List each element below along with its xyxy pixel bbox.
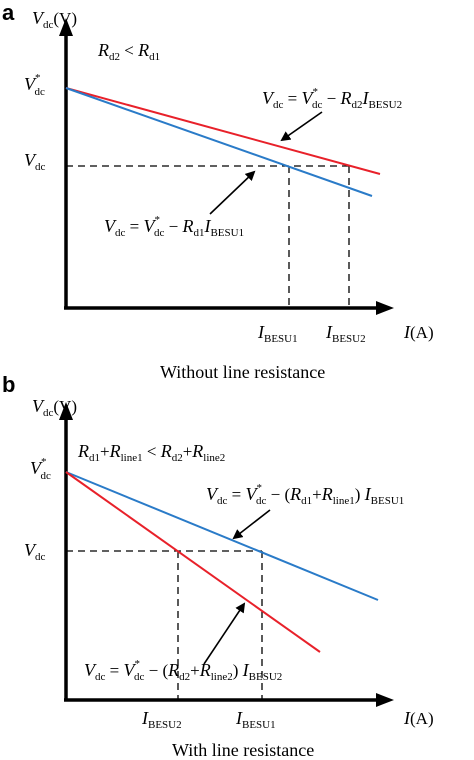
panel-b-red-pointer-arrow [203,602,246,665]
panel-b-y-arrow [59,402,73,420]
panel-b-x-label: I(A) [403,708,434,728]
panel-a-red-pointer-arrow [280,111,323,142]
panel-a: a Vdc(V) Rd2 < Rd1 V*dc Vdc IBESU1 [2,0,434,382]
panel-a-y-arrow [59,18,73,36]
panel-b-red-equation: Vdc = V*dc − (Rd2+Rline2) IBESU2 [84,658,282,683]
panel-a-red-droop-line [65,87,381,175]
panel-a-tick-vstar: V*dc [24,72,45,98]
panel-a-letter: a [2,0,15,25]
panel-a-tick-i1: IBESU1 [257,322,298,345]
panel-a-x-label: I(A) [403,322,434,342]
panel-b-blue-droop-line [65,471,379,601]
panel-a-caption: Without line resistance [160,362,325,382]
panel-b-blue-equation: Vdc = V*dc − (Rd1+Rline1) IBESU1 [206,482,404,507]
panel-a-blue-droop-line [65,87,373,197]
panel-a-tick-v: Vdc [24,150,46,173]
panel-a-tick-i2: IBESU2 [325,322,366,345]
panel-a-condition: Rd2 < Rd1 [97,40,160,63]
panel-b-y-label: Vdc(V) [32,396,77,419]
panel-b-caption: With line resistance [172,740,314,760]
panel-b-x-arrow [376,693,394,707]
panel-b: b Vdc(V) Rd1+Rline1 < Rd2+Rline2 V*dc Vd… [2,372,434,760]
panel-b-red-droop-line [65,471,321,653]
panel-a-y-label: Vdc(V) [32,8,77,31]
panel-b-tick-i2: IBESU1 [235,708,276,731]
panel-b-tick-v: Vdc [24,540,46,563]
panel-b-letter: b [2,372,15,397]
panel-b-tick-vstar: V*dc [30,456,51,482]
panel-b-blue-pointer-arrow [232,509,271,540]
panel-a-x-arrow [376,301,394,315]
panel-b-tick-i1: IBESU2 [141,708,182,731]
panel-a-blue-equation: Vdc = V*dc − Rd1IBESU1 [104,214,244,239]
panel-a-red-equation: Vdc = V*dc − Rd2IBESU2 [262,86,402,111]
panel-a-blue-pointer-arrow [209,170,256,215]
panel-b-condition: Rd1+Rline1 < Rd2+Rline2 [77,441,225,464]
